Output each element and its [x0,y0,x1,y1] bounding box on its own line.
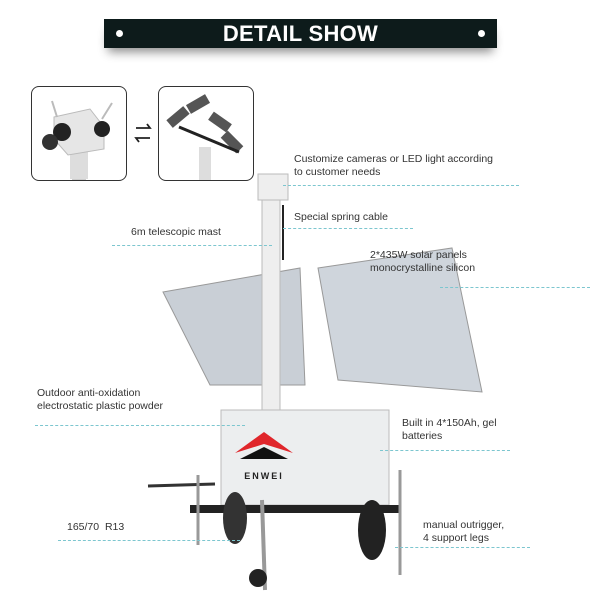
bullet-dot [116,30,123,37]
led-light-image [166,94,244,180]
leader-line [395,547,530,548]
section-banner: DETAIL SHOW [104,19,497,48]
leader-line [440,287,590,288]
brand-logo-text: ENWEI [244,471,284,481]
leader-line [380,450,510,451]
annotation-line: Built in 4*150Ah, gel [402,417,497,429]
camera-head-image [42,100,113,180]
annotation-line: Outdoor anti-oxidation [37,387,141,399]
leader-line [283,185,519,186]
annotation-line: manual outrigger, [423,519,505,531]
leader-line [35,425,245,426]
annotation-line: batteries [402,429,443,442]
leader-line [283,228,413,229]
camera-head-thumbnail [31,86,127,181]
leader-line [58,540,240,541]
annotation-spring-cable: Special spring cable [294,211,388,223]
annotation-line: monocrystalline silicon [370,261,476,274]
annotation-line: electrostatic plastic powder [37,399,164,412]
banner-title: DETAIL SHOW [222,21,379,46]
annotation-mast: 6m telescopic mast [131,226,221,238]
bullet-dot [478,30,485,37]
annotation-outrigger: manual outrigger, 4 support legs [423,519,504,544]
annotation-line: to customer needs [294,165,381,178]
led-light-thumbnail [158,86,254,181]
annotation-coating: Outdoor anti-oxidation electrostatic pla… [37,387,163,412]
annotation-line: Customize cameras or LED light according [294,153,493,165]
annotation-batteries: Built in 4*150Ah, gel batteries [402,417,497,442]
annotation-solar: 2*435W solar panels monocrystalline sili… [370,249,475,274]
annotation-customize: Customize cameras or LED light according… [294,153,493,178]
annotation-line: 2*435W solar panels [370,249,467,261]
annotation-line: 4 support legs [423,531,489,544]
leader-line [112,245,272,246]
annotation-tire: 165/70 R13 [67,521,125,533]
